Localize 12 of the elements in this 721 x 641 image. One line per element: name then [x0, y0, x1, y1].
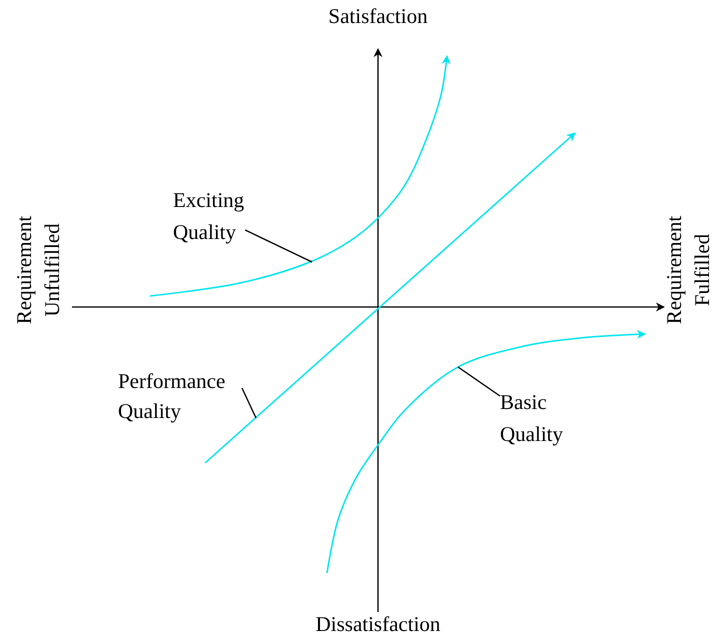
axis-label: Satisfaction [328, 4, 428, 29]
leader-line [241, 388, 257, 418]
axis-label: Requirement Unfulfilled [11, 214, 65, 326]
leader-line [458, 366, 500, 397]
quality-curve [150, 55, 451, 297]
quality-label: Basic Quality [500, 386, 563, 450]
axis-label: Requirement Fulfilled [661, 214, 715, 326]
axis-label: Dissatisfaction [316, 612, 440, 637]
quality-label: Exciting Quality [173, 184, 244, 248]
quality-curve [326, 330, 646, 574]
leader-line [244, 229, 312, 263]
quality-label: Performance Quality [118, 366, 258, 426]
